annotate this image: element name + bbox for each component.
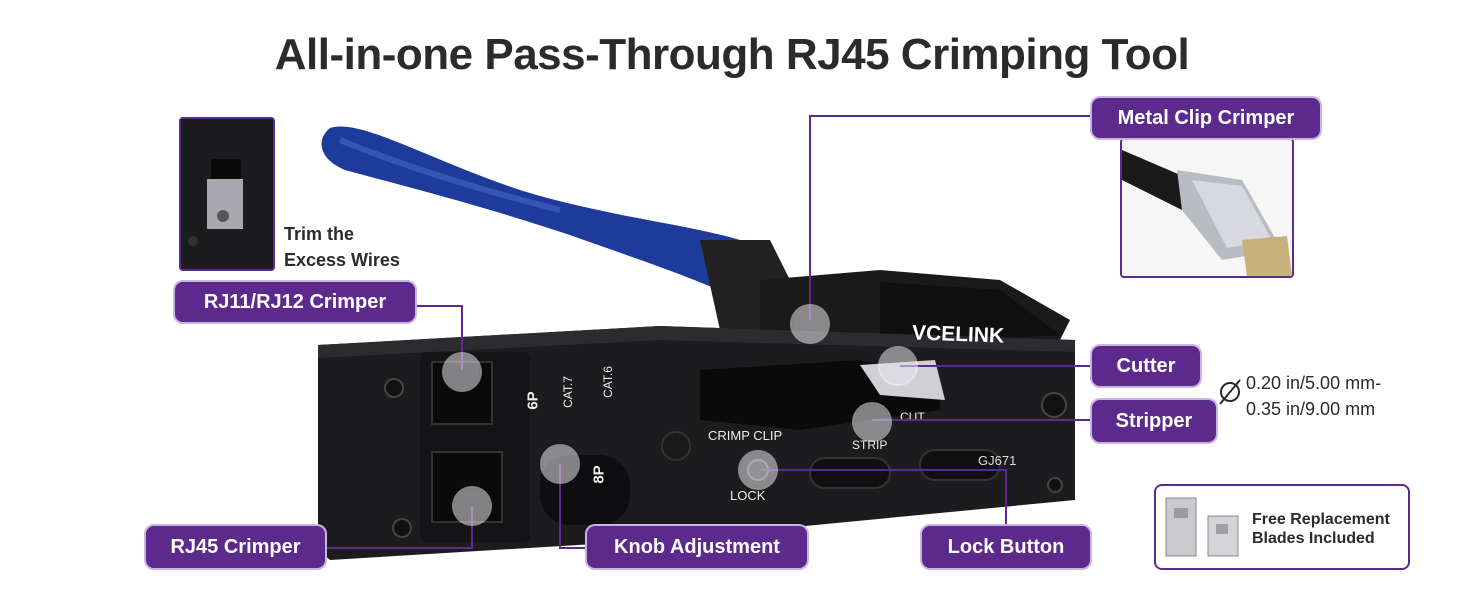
marker-cutter [880,348,916,384]
page-title: All-in-one Pass-Through RJ45 Crimping To… [274,30,1190,79]
trim-note-line2: Excess Wires [284,250,400,270]
marker-knob [542,446,578,482]
rj45-crimper-label: RJ45 Crimper [146,526,325,568]
cutter-label: Cutter [1092,346,1200,386]
rj11-crimper-label: RJ11/RJ12 Crimper [175,282,415,322]
blades-note-line2: Blades Included [1252,530,1375,547]
strip-range-note: 0.20 in/5.00 mm- 0.35 in/9.00 mm [1246,370,1381,422]
label-lock: LOCK [730,488,766,503]
label-strip: STRIP [852,438,888,452]
trim-inset-image [179,117,275,271]
trim-note: Trim the Excess Wires [284,221,400,273]
trim-note-line1: Trim the [284,224,355,244]
strip-range-line2: 0.35 in/9.00 mm [1246,399,1376,419]
metal-clip-crimper-label: Metal Clip Crimper [1092,98,1320,138]
blades-note: Free Replacement Blades Included [1252,510,1390,548]
marker-metal-clip [792,306,828,342]
marker-rj11 [444,354,480,390]
blades-note-line1: Free Replacement [1252,511,1390,528]
model-label: GJ671 [978,453,1017,468]
knob-adjustment-label: Knob Adjustment [587,526,807,568]
marker-stripper [854,404,890,440]
stripper-label: Stripper [1092,400,1216,442]
metal-clip-inset-image [1120,138,1294,278]
strip-range-line1: 0.20 in/5.00 mm- [1246,373,1382,393]
marker-lock [740,452,776,488]
blades-icon [1165,497,1239,557]
replacement-blades-box: Free Replacement Blades Included [1154,484,1410,570]
marker-rj45 [454,488,490,524]
lock-button-label: Lock Button [922,526,1090,568]
label-crimp-clip: CRIMP CLIP [708,428,783,443]
